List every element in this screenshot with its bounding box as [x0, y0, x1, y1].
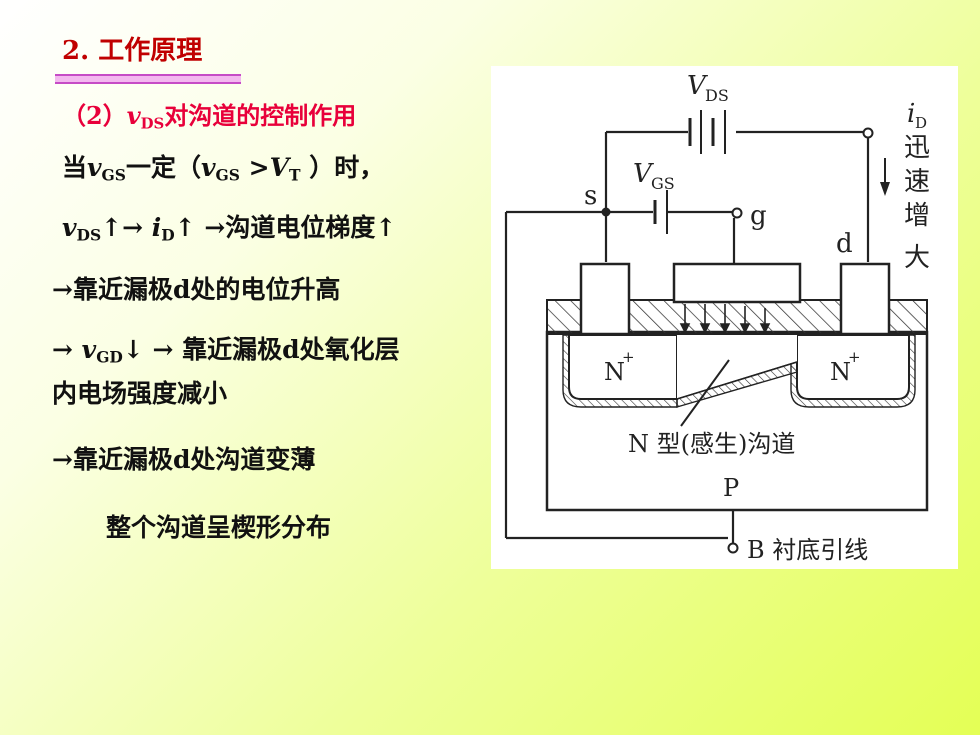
bulk-label: B 衬底引线 — [747, 536, 868, 564]
cond-t2: 一定（ — [125, 153, 201, 182]
gate-terminal — [731, 207, 743, 219]
cond-v3: V — [269, 153, 290, 182]
drain-label: d — [836, 229, 853, 259]
nmos-diagram: V DS V GS i D 迅 速 增 大 s g d N + N + N 型(… — [491, 66, 958, 569]
step3-line: →靠近漏极d处沟道变薄 — [52, 445, 316, 474]
source-n-plus-sign: + — [622, 348, 635, 366]
cond-t4: ）时， — [300, 153, 385, 182]
step1-line: →靠近漏极d处的电位升高 — [52, 275, 341, 304]
bulk-terminal — [727, 542, 739, 554]
vds-label: V — [687, 71, 708, 101]
chain-s1: DS — [76, 225, 102, 245]
subtitle-text: 对沟道的控制作用 — [164, 101, 357, 130]
drain-n-plus-sign: + — [848, 348, 861, 366]
channel-edge — [676, 361, 798, 400]
condition-line: 当vGS一定（vGS >VT ）时， — [62, 152, 384, 192]
drain-n-label: N — [830, 358, 851, 386]
slide-title: 2. 工作原理 — [62, 36, 203, 66]
id-note-2: 速 — [904, 167, 930, 197]
id-note-3: 增 — [904, 201, 930, 231]
id-label: i — [907, 99, 915, 129]
cond-t1: 当 — [62, 153, 88, 182]
subtitle-var: v — [126, 101, 141, 130]
conclusion-line: 整个沟道呈楔形分布 — [106, 513, 332, 542]
chain-v2: i — [151, 213, 162, 242]
step2-v1: v — [81, 335, 97, 364]
id-label-sub: D — [915, 114, 927, 132]
cond-s1: GS — [101, 165, 126, 185]
channel-pointer — [680, 359, 730, 427]
substrate-label: P — [723, 474, 739, 502]
vgs-label: V — [633, 159, 654, 189]
step2b-line: 内电场强度减小 — [52, 379, 228, 408]
cond-v2: v — [201, 153, 216, 182]
chain-t2: ↑ →沟道电位梯度↑ — [174, 213, 397, 242]
channel-label: N 型(感生)沟道 — [628, 430, 795, 458]
drain-terminal — [862, 127, 874, 139]
oxide-field-arrows — [679, 304, 771, 334]
source-contact — [579, 262, 631, 336]
subtitle-prefix: （2） — [62, 101, 127, 130]
chain-v1: v — [62, 213, 77, 242]
chain-s2: D — [161, 225, 175, 245]
step2-line: → vGD↓ → 靠近漏极d处氧化层 — [52, 334, 400, 374]
cond-v1: v — [87, 153, 102, 182]
gate-label: g — [750, 201, 767, 231]
subtitle-var-sub: DS — [140, 114, 165, 133]
gate-electrode — [672, 262, 802, 304]
cond-s3: T — [289, 165, 301, 185]
id-note-4: 大 — [904, 243, 930, 273]
step2-s1: GD — [96, 347, 123, 367]
drain-contact — [839, 262, 891, 336]
nmos-diagram-svg: V DS V GS i D 迅 速 增 大 s g d N + N + N 型(… — [504, 71, 930, 564]
title-underline — [55, 74, 241, 84]
section-subtitle: （2）vDS对沟道的控制作用 — [62, 96, 356, 132]
step2-t1: → — [52, 335, 82, 364]
vds-label-sub: DS — [705, 86, 729, 105]
cond-s2: GS — [215, 165, 240, 185]
channel-area — [677, 335, 797, 399]
cond-t3: > — [239, 153, 270, 182]
drain-n-plus-region — [796, 334, 910, 400]
source-node-dot — [601, 207, 611, 217]
id-arrow-head — [880, 182, 890, 196]
chain-t1: ↑→ — [101, 213, 152, 242]
vgs-label-sub: GS — [651, 174, 675, 193]
source-n-label: N — [604, 358, 625, 386]
chain-line: vDS↑→ iD↑ →沟道电位梯度↑ — [62, 212, 396, 252]
step2-t2: ↓ → 靠近漏极d处氧化层 — [122, 335, 400, 364]
id-note-1: 迅 — [904, 133, 930, 163]
source-label: s — [584, 181, 597, 211]
